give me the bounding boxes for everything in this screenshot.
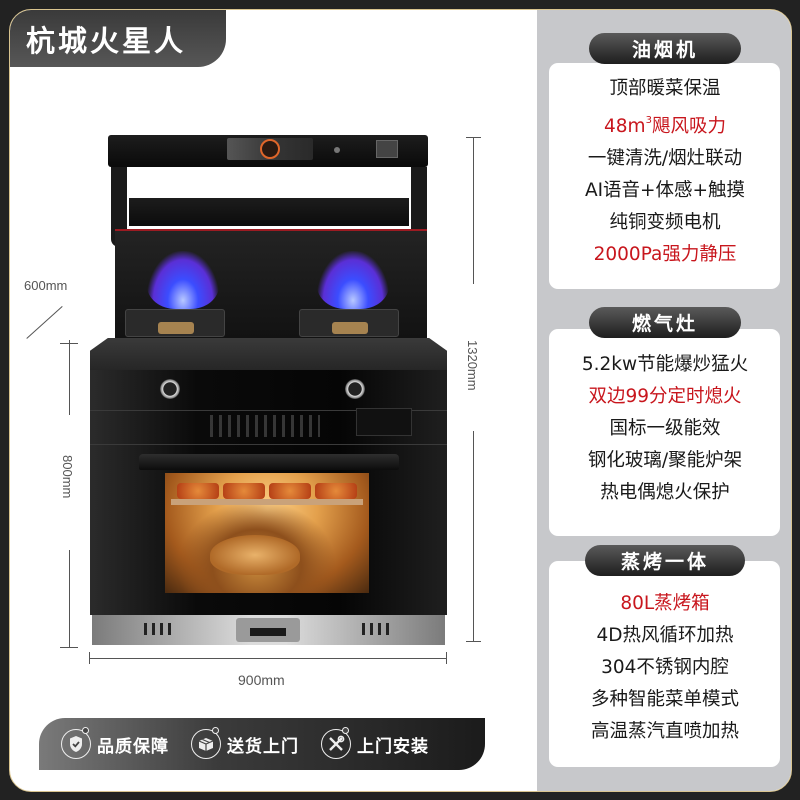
dimension-total-height: 1320mm xyxy=(465,340,480,391)
hood-arm-left xyxy=(111,167,127,247)
knob-left xyxy=(160,379,180,399)
spec-line: 纯铜变频电机 xyxy=(609,212,721,233)
shield-check-icon xyxy=(61,727,91,759)
spec-line: 热电偶熄火保护 xyxy=(600,482,730,503)
spec-line: 5.2kw节能爆炒猛火 xyxy=(581,354,749,375)
spec-line: 双边99分定时熄火 xyxy=(588,386,742,407)
spec-list-steam-oven: 80L蒸烤箱 4D热风循环加热 304不锈钢内腔 多种智能菜单模式 高温蒸汽直喷… xyxy=(537,588,791,748)
spec-line: 国标一级能效 xyxy=(609,418,721,439)
dimension-depth: 600mm xyxy=(24,278,68,293)
total-height-tick-top xyxy=(466,137,481,138)
spec-line: 顶部暖菜保温 xyxy=(609,78,721,99)
spec-title-steam-oven: 蒸烤一体 xyxy=(585,545,745,576)
tools-icon xyxy=(321,727,351,759)
spec-line: AI语音+体感+触摸 xyxy=(584,180,746,201)
oven-control-panel xyxy=(210,415,320,437)
service-delivery: 送货上门 xyxy=(191,727,299,759)
dimension-cabinet-height: 800mm xyxy=(60,455,75,499)
spec-list-range-hood: 顶部暖菜保温 48m3飓风吸力 一键清洗/烟灶联动 AI语音+体感+触摸 纯铜变… xyxy=(537,73,791,271)
range-hood-control-bar xyxy=(108,135,428,167)
hood-arm-right xyxy=(411,167,427,247)
spec-card-steam-oven xyxy=(549,561,780,767)
hood-side-panel xyxy=(376,140,398,158)
spec-title-gas-stove: 燃气灶 xyxy=(589,307,741,338)
width-line xyxy=(89,658,447,659)
package-box-icon xyxy=(191,727,221,759)
spec-line-suction: 48m3飓风吸力 xyxy=(604,115,726,137)
dimension-width: 900mm xyxy=(238,672,285,688)
knob-right xyxy=(345,379,365,399)
hood-sensor xyxy=(334,147,340,153)
cooktop-surface xyxy=(90,338,447,370)
cabinet-height-tick-top xyxy=(60,343,78,344)
burner-left xyxy=(125,309,225,337)
service-guarantee-bar: 品质保障 送货上门 上门安装 xyxy=(39,718,485,770)
total-height-line-bottom xyxy=(473,431,474,641)
brand-tab: 杭城火星人 xyxy=(10,10,226,67)
roast-chicken xyxy=(210,535,300,575)
spec-line: 2000Pa强力静压 xyxy=(593,244,737,265)
spec-line: 4D热风循环加热 xyxy=(596,625,734,646)
cabinet-height-line-bottom xyxy=(69,550,70,648)
spec-card-range-hood xyxy=(549,63,780,289)
spec-title-range-hood: 油烟机 xyxy=(589,33,741,64)
cabinet-height-line-top xyxy=(69,340,70,415)
hood-intake-glass xyxy=(129,198,409,226)
oven-door-handle xyxy=(139,454,399,470)
spec-line: 304不锈钢内腔 xyxy=(601,657,729,678)
oven-tray xyxy=(171,499,363,505)
spec-line: 钢化玻璃/聚能炉架 xyxy=(587,450,743,471)
flame-left xyxy=(147,251,219,309)
spec-line: 一键清洗/烟灶联动 xyxy=(587,148,743,169)
brand-name: 杭城火星人 xyxy=(26,23,187,58)
spec-panel: 油烟机 顶部暖菜保温 48m3飓风吸力 一键清洗/烟灶联动 AI语音+体感+触摸… xyxy=(537,10,791,791)
oven-window xyxy=(165,473,369,593)
depth-line xyxy=(26,306,63,339)
plinth-drawer xyxy=(236,618,300,642)
burner-right xyxy=(299,309,399,337)
spec-line: 多种智能菜单模式 xyxy=(590,689,739,710)
product-card: 杭城火星人 600mm 800mm 1320mm 900mm xyxy=(9,9,792,792)
stainless-plinth xyxy=(92,615,445,645)
spec-list-gas-stove: 5.2kw节能爆炒猛火 双边99分定时熄火 国标一级能效 钢化玻璃/聚能炉架 热… xyxy=(537,349,791,509)
oven-cabinet xyxy=(90,370,447,615)
spec-card-gas-stove xyxy=(549,329,780,536)
hood-control-ring xyxy=(260,139,280,159)
cabinet-height-tick-bottom xyxy=(60,647,78,648)
service-installation: 上门安装 xyxy=(321,727,429,759)
width-tick-left xyxy=(89,652,90,664)
total-height-tick-bottom xyxy=(466,641,481,642)
flame-right xyxy=(317,251,389,309)
spec-line: 80L蒸烤箱 xyxy=(620,593,710,614)
voice-panel xyxy=(356,408,412,436)
total-height-line-top xyxy=(473,137,474,284)
service-quality: 品质保障 xyxy=(61,727,169,759)
spec-line: 高温蒸汽直喷加热 xyxy=(590,721,739,742)
width-tick-right xyxy=(446,652,447,664)
